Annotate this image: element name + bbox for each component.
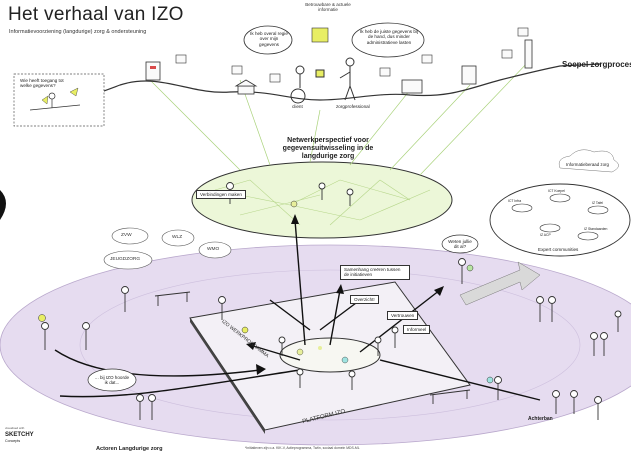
footnote: *Initiatieven zijn o.a. KIK-V, Actieprog… [245, 446, 360, 450]
heard-bubble-text: ... bij IZO hoorde ik dat... [94, 375, 130, 386]
cloud-label-jeugdzorg: JEUGDZORG [110, 257, 141, 262]
expert-cloud [558, 149, 619, 173]
client-label: client [292, 104, 303, 109]
bubble-client [243, 25, 293, 55]
connect-label: Verbindingen maken [196, 190, 246, 199]
benches [154, 291, 471, 404]
informeel-label: Informeel [403, 325, 431, 334]
top-note: Betrouwbare & actuele informatie [305, 2, 351, 12]
question-box-text: Wie heeft toegang tot welke gegevens? [20, 78, 64, 89]
expert-table-4: IZ Standaarden [584, 227, 608, 231]
brand-name: SKETCHY [5, 432, 34, 438]
page-subtitle: Informatievoorziening (langdurige) zorg … [9, 29, 147, 35]
client-figure [290, 65, 325, 104]
edge-mark [0, 190, 6, 220]
journey-end-label: Soepel zorgproces [562, 60, 631, 69]
clouds [103, 227, 232, 270]
flow-arrows [54, 219, 541, 401]
question-bubble-text: Weten jullie dit al? [448, 239, 472, 250]
bubble-client-text: Ik heb overal regie over mijn gegevens [250, 31, 288, 47]
overzicht-label: Overzicht! [350, 295, 379, 304]
bubble-professional [351, 22, 425, 58]
green-connectors [149, 59, 531, 176]
cloud-label-wlz: WLZ [172, 235, 183, 240]
network-title: Netwerkperspectief voor gegevensuitwisse… [282, 137, 374, 160]
expert-table-1: ICT Infra [508, 199, 522, 203]
bubble-heard [87, 368, 137, 392]
cloud-label-wmo: WMO [207, 247, 220, 252]
expert-table-5: IZ ACP [540, 233, 551, 237]
brand-sub: Concepts [5, 439, 21, 443]
bottom-title: Actoren Langdurige zorg [96, 446, 163, 452]
expert-tables [511, 193, 609, 241]
actor-figures [41, 182, 622, 420]
grey-arrow [459, 261, 541, 306]
platform-edge [190, 318, 265, 434]
question-box [13, 73, 105, 127]
brand-top: visualised with [5, 426, 25, 430]
expert-table-3: IZ Tafel [592, 201, 604, 205]
question-box-sketch [29, 92, 81, 111]
bubble-question [441, 234, 479, 254]
journey-road [17, 63, 601, 111]
lightbulbs [38, 264, 494, 384]
achterban-label: Achterban [528, 416, 553, 422]
samenhang-label: Samenhang creëren tussen de initiatieven [340, 265, 410, 280]
expert-table-2: ICT Koepel [548, 189, 565, 193]
vertrouwen-label: Vertrouwen [387, 311, 419, 320]
journey-buildings [145, 39, 533, 95]
network-lines [214, 179, 431, 226]
expert-community-label: Expert communities [538, 247, 579, 252]
professional-label: zorgprofessional [336, 104, 370, 109]
professional-figure [339, 57, 356, 101]
journey-folders [175, 27, 529, 83]
expert-cloud-title: Informatieberaad zorg [566, 162, 609, 167]
page-title: Het verhaal van IZO [8, 4, 184, 25]
bubble-professional-text: Ik heb de juiste gegevens bij de hand, d… [360, 29, 418, 45]
round-table [279, 337, 381, 373]
arena-inner-ring [79, 269, 581, 421]
cloud-label-zvw: ZVW [121, 233, 132, 238]
